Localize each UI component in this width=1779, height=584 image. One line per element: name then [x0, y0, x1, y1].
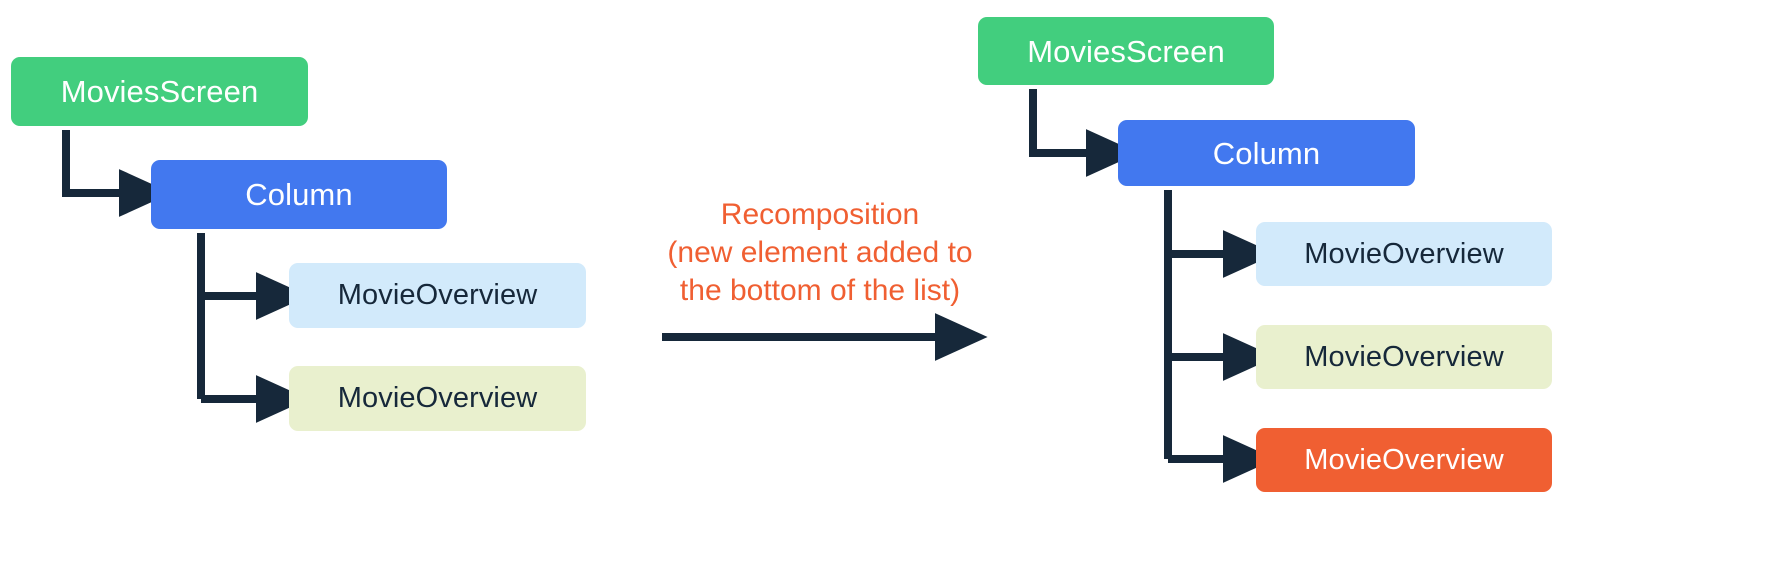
node-movie-overview-before-1: MovieOverview [289, 263, 586, 328]
connector-left-column-to-children [197, 233, 309, 423]
node-movies-screen-before: MoviesScreen [11, 57, 308, 126]
node-label: MovieOverview [337, 279, 538, 311]
node-column-after: Column [1118, 120, 1415, 186]
node-movie-overview-after-1: MovieOverview [1256, 222, 1552, 286]
connector-left-screen-to-column [62, 130, 172, 217]
node-label: MovieOverview [1304, 443, 1504, 476]
node-movies-screen-after: MoviesScreen [978, 17, 1274, 85]
connector-right-column-to-children [1164, 190, 1276, 483]
node-movie-overview-before-2: MovieOverview [289, 366, 586, 431]
node-label: MoviesScreen [1027, 33, 1225, 69]
node-label: Column [245, 177, 353, 212]
node-movie-overview-after-3-new: MovieOverview [1256, 428, 1552, 492]
transition-caption: Recomposition (new element added to the … [667, 198, 973, 308]
node-label: Column [1212, 135, 1321, 171]
node-label: MoviesScreen [60, 74, 259, 109]
node-label: MovieOverview [337, 382, 538, 414]
tree-before-recomposition: MoviesScreen Column MovieOverview MovieO… [0, 0, 620, 584]
node-label: MovieOverview [1304, 340, 1504, 373]
connector-right-screen-to-column [1029, 89, 1139, 177]
node-movie-overview-after-2: MovieOverview [1256, 325, 1552, 389]
transition-group: Recomposition (new element added to the … [620, 0, 1020, 584]
node-label: MovieOverview [1304, 237, 1504, 270]
node-column-before: Column [151, 160, 447, 229]
